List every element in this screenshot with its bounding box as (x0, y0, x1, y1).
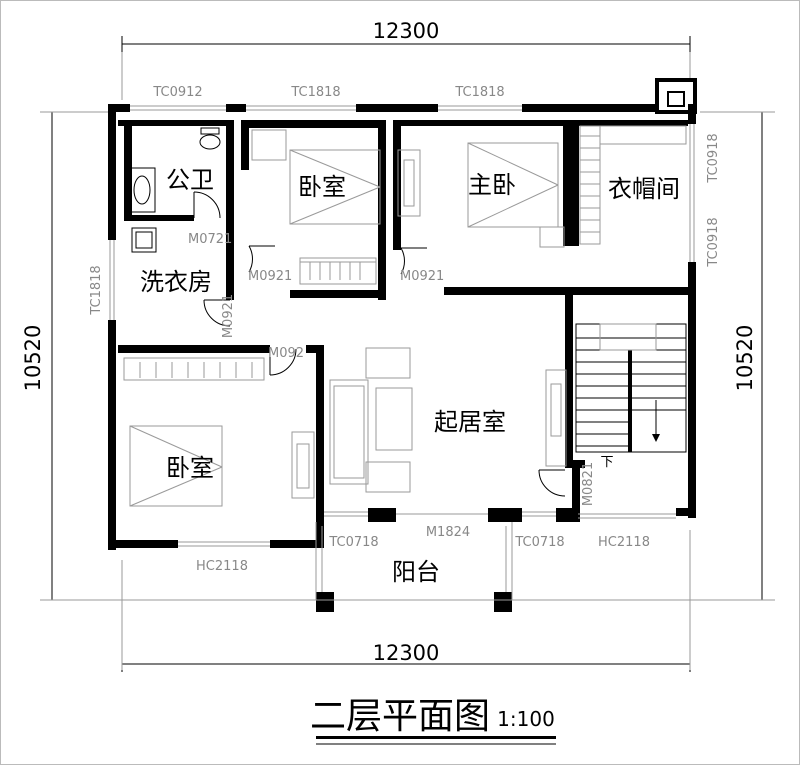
label-tc1818-left: TC1818 (89, 265, 104, 315)
windows (109, 105, 695, 547)
drawing-scale: 1:100 (497, 707, 555, 731)
label-m0821: M0821 (581, 462, 596, 506)
label-m0921-a: M0921 (248, 269, 292, 284)
room-cloakroom: 衣帽间 (608, 175, 680, 203)
title-underline-thick (316, 736, 556, 739)
room-bedroom-bottom: 卧室 (166, 454, 214, 482)
room-laundry: 洗衣房 (140, 268, 212, 296)
label-tc1818-b: TC1818 (454, 85, 504, 100)
dimension-lines (40, 36, 775, 672)
bed-top-bedroom (251, 129, 381, 285)
room-bedroom-top: 卧室 (298, 173, 346, 201)
cloakroom-shelves (579, 125, 687, 245)
wardrobe-top-bedroom (300, 261, 376, 280)
label-tc0718-b: TC0718 (514, 535, 564, 550)
label-stair-down: 下 (600, 455, 613, 470)
room-public-bath: 公卫 (166, 166, 214, 194)
room-living-room: 起居室 (434, 408, 506, 436)
bed-bottom-bedroom (129, 425, 315, 507)
dim-right: 10520 (733, 325, 757, 392)
label-m1824: M1824 (426, 525, 470, 540)
label-tc0918-b: TC0918 (706, 217, 721, 267)
dim-top: 12300 (373, 19, 440, 43)
drawing-title: 二层平面图 (310, 696, 490, 737)
bathroom-fixtures (128, 127, 221, 253)
label-hc2118-a: HC2118 (196, 559, 248, 574)
label-tc0912: TC0912 (152, 85, 202, 100)
label-hc2118-b: HC2118 (598, 535, 650, 550)
label-m0921-c: M0921 (221, 294, 236, 338)
dim-left: 10520 (21, 325, 45, 392)
label-tc1818-a: TC1818 (290, 85, 340, 100)
room-master-bedroom: 主卧 (468, 171, 516, 199)
wardrobe-bottom-bedroom (123, 357, 265, 381)
doors (193, 191, 566, 497)
label-m0921-b: M0921 (400, 269, 444, 284)
label-tc0718-a: TC0718 (328, 535, 378, 550)
bed-master-bedroom (397, 142, 565, 248)
label-tc0918-a: TC0918 (706, 133, 721, 183)
staircase (575, 323, 687, 453)
room-balcony: 阳台 (392, 558, 440, 586)
label-m0921-d: M092 (268, 346, 304, 361)
label-m0721: M0721 (188, 232, 232, 247)
balcony-outline (315, 522, 513, 601)
dim-bottom: 12300 (373, 641, 440, 665)
walls (108, 78, 697, 612)
living-room-sofa-set (329, 347, 567, 493)
